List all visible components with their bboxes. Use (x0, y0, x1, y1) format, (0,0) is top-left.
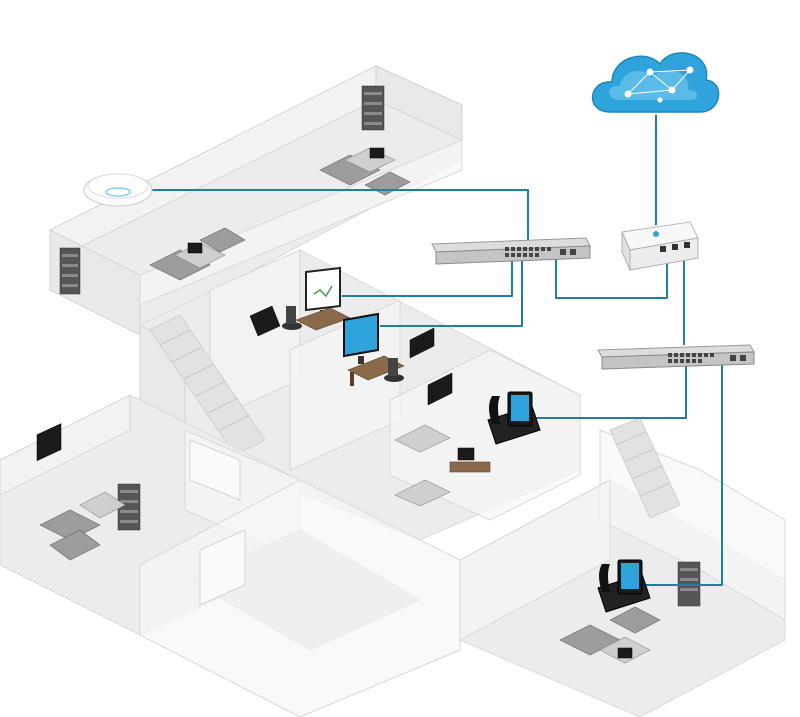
cable-switch-gateway (555, 252, 668, 299)
lounge-furniture (39, 491, 126, 561)
desk-workstation (347, 355, 405, 386)
voip-phone-icon (487, 391, 541, 445)
printer-icon (249, 305, 281, 337)
server-rack-icon (59, 247, 81, 295)
wall-tv-icon (427, 372, 453, 406)
lower-right-glass-front (459, 479, 611, 641)
desk-workstation (282, 306, 351, 331)
lower-front-glass (139, 479, 461, 717)
cable-switch-access-point (150, 189, 529, 248)
network-cables (150, 115, 723, 586)
server-rack-icon (361, 85, 385, 131)
cable-switch-monitor-1 (342, 252, 513, 297)
cable-switch-phone-2 (640, 365, 723, 586)
server-rack-icon (117, 483, 141, 531)
network-switch-icon (431, 237, 591, 265)
wall-tv-icon (36, 423, 62, 462)
lower-left-floor (0, 394, 461, 717)
lounge-furniture (149, 227, 246, 281)
door-lower (199, 529, 246, 606)
staircase-right (609, 417, 681, 519)
wall-tv-icon (409, 327, 435, 359)
cable-switch-phone-1 (535, 365, 687, 419)
monitor-icon (343, 312, 379, 364)
lounge-furniture (319, 147, 411, 196)
cable-switch-monitor-2 (380, 252, 523, 327)
cloud-icon (591, 52, 720, 113)
lower-left-back-wall (0, 394, 131, 496)
wifi-access-point-icon (83, 173, 153, 207)
network-switch-icon (597, 344, 755, 370)
lounge-furniture (394, 424, 491, 507)
door-left (189, 439, 241, 501)
staircase-left (149, 314, 266, 456)
security-gateway-icon (621, 221, 699, 271)
lounge-furniture (559, 606, 661, 664)
voip-phone-icon (597, 559, 651, 613)
